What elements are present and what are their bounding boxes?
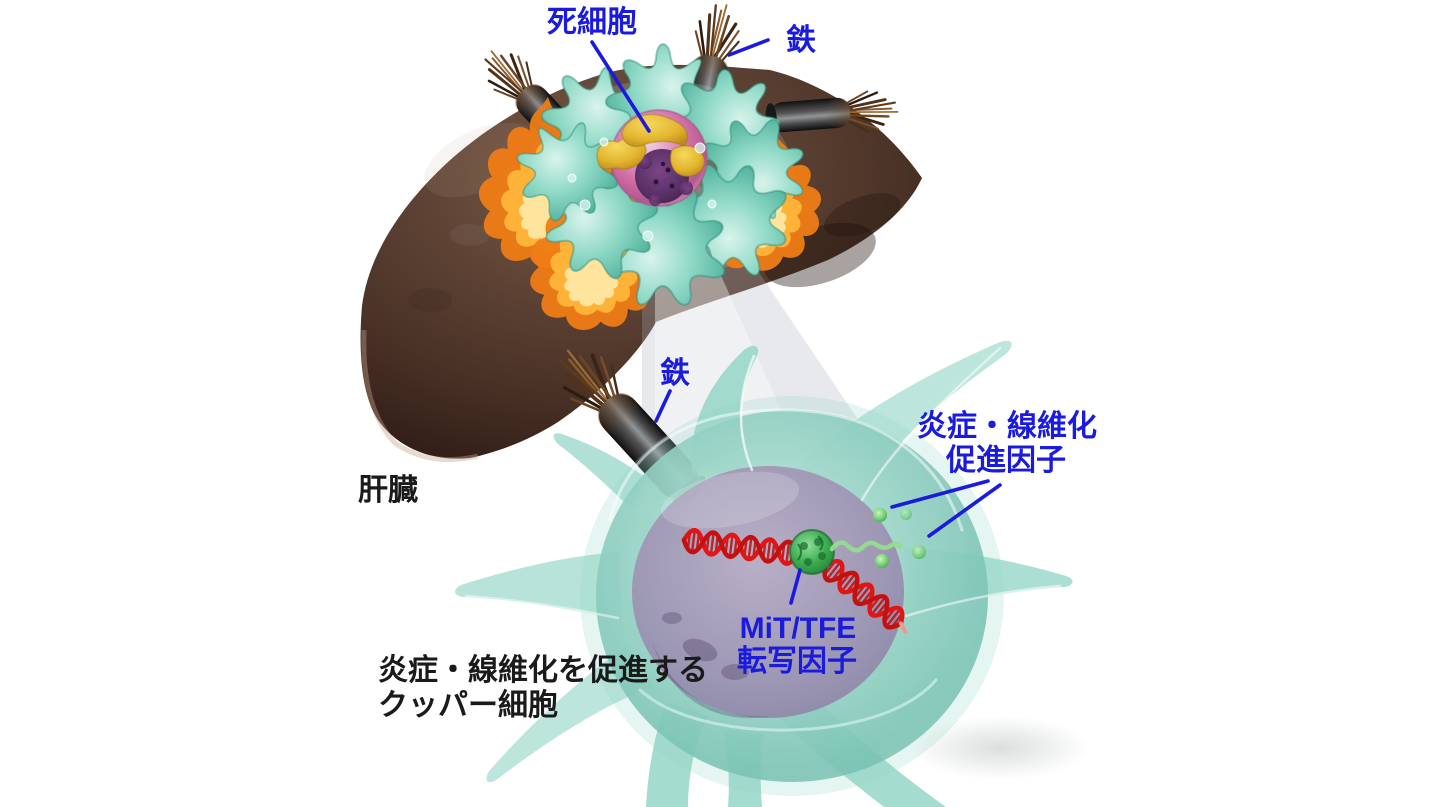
iron-top-leader-line (727, 38, 770, 57)
liver-rim-light (361, 329, 479, 463)
cluster-bubbles (567, 137, 717, 242)
factors-leader-line-2 (927, 483, 1002, 538)
dead-cell-label: 死細胞 (547, 6, 637, 39)
kupffer-caption-line2: クッパー細胞 (378, 689, 558, 722)
factors-leader-line-1 (890, 479, 990, 509)
kupffer-caption-line1: 炎症・線維化を促進する (378, 653, 708, 687)
dna-helix (681, 528, 908, 635)
mit-tfe-leader-line (789, 568, 802, 605)
text-labels: 死細胞 鉄 鉄 肝臓 炎症・線維化 促進因子 MiT/TFE 転写因子 炎症・線… (358, 6, 1097, 722)
mit-tfe-label-line1: MiT/TFE (740, 612, 857, 645)
mrna-strand (829, 540, 903, 553)
cell-debris-yellow (596, 113, 705, 178)
nucleus (632, 466, 904, 719)
membrane-highlights (464, 346, 1062, 732)
iron-lower-leader-line (654, 389, 672, 423)
liver-wet-patch2 (823, 193, 901, 237)
kupffer-cell-cluster (479, 21, 830, 344)
iron-top-label: 鉄 (786, 23, 816, 57)
promoting-factors-label-line1: 炎症・線維化 (917, 409, 1097, 443)
liver-bump (408, 288, 452, 312)
mit-tfe-transcription-factor (789, 529, 835, 575)
liver-label: 肝臓 (358, 474, 418, 507)
liver-bump (450, 224, 490, 246)
mit-tfe-label-line2: 転写因子 (737, 645, 857, 678)
promoting-factors-label-line2: 促進因子 (945, 444, 1066, 477)
leader-lines (590, 38, 1002, 605)
iron-lower-label: 鉄 (660, 356, 690, 390)
promoting-factor-dots (873, 508, 926, 568)
cell-ground-shadow (910, 716, 1090, 780)
dead-cell-leader-line (590, 40, 651, 133)
